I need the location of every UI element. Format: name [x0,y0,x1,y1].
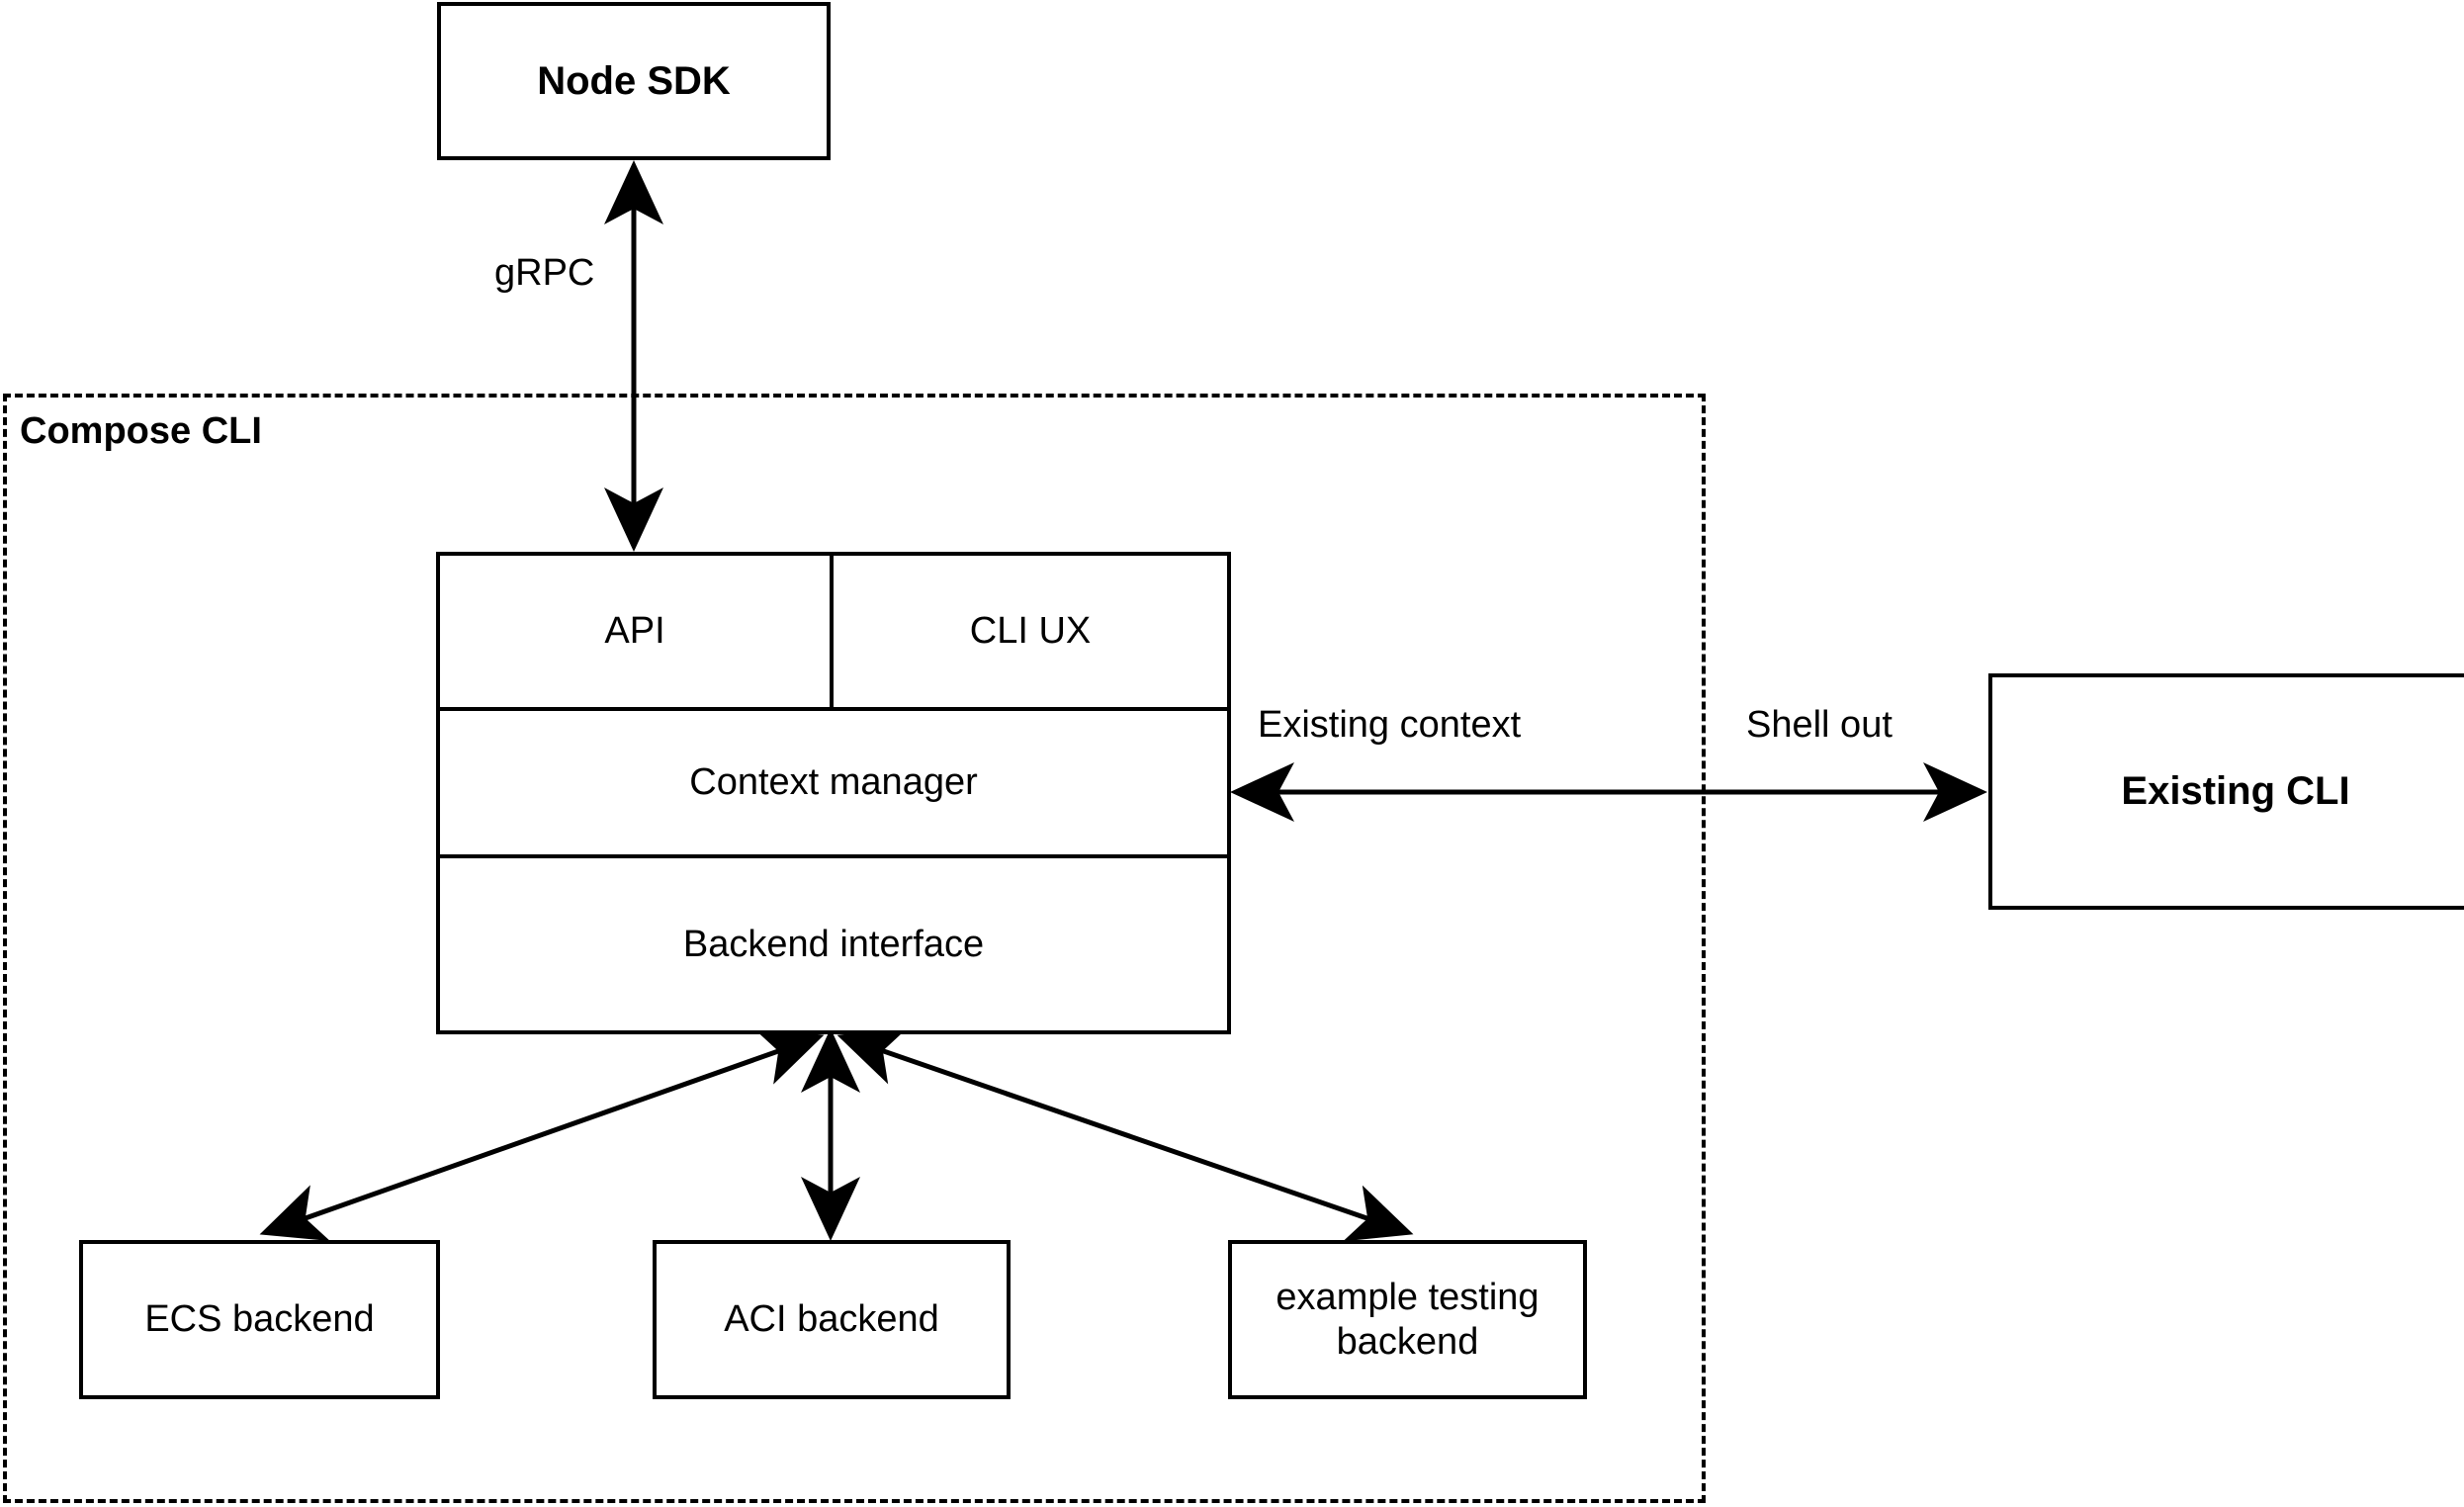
node-sdk-box[interactable]: Node SDK [437,2,831,160]
column-divider [830,556,834,707]
backend-interface-label: Backend interface [682,923,985,965]
edge-label-grpc: gRPC [490,252,599,295]
aci-backend-box[interactable]: ACI backend [653,1240,1011,1399]
example-testing-backend-box[interactable]: example testing backend [1228,1240,1587,1399]
row-divider-2 [440,854,1227,858]
compose-cli-group-label: Compose CLI [20,410,262,452]
ecs-backend-box[interactable]: ECS backend [79,1240,440,1399]
stack-cell-api[interactable]: API [440,556,830,707]
cli-ux-label: CLI UX [969,610,1092,652]
compose-core-stack: API CLI UX Context manager Backend inter… [436,552,1231,1034]
edge-label-shell-out: Shell out [1742,704,1896,747]
stack-cell-backend-interface[interactable]: Backend interface [440,858,1227,1030]
compose-cli-group [3,394,1706,1503]
existing-cli-box[interactable]: Existing CLI [1988,673,2464,910]
ecs-backend-label: ECS backend [144,1298,375,1341]
example-testing-backend-label-group: example testing backend [1276,1276,1539,1363]
node-sdk-label: Node SDK [537,58,731,103]
context-manager-label: Context manager [689,761,978,803]
aci-backend-label: ACI backend [724,1298,939,1341]
existing-cli-label: Existing CLI [2121,769,2350,814]
row-divider-1 [440,707,1227,711]
api-label: API [604,610,665,652]
stack-cell-cli-ux[interactable]: CLI UX [834,556,1227,707]
example-testing-backend-label-line2: backend [1336,1320,1479,1363]
edge-label-existing-context: Existing context [1254,704,1526,747]
stack-cell-context-manager[interactable]: Context manager [440,711,1227,854]
example-testing-backend-label-line1: example testing [1276,1277,1540,1319]
